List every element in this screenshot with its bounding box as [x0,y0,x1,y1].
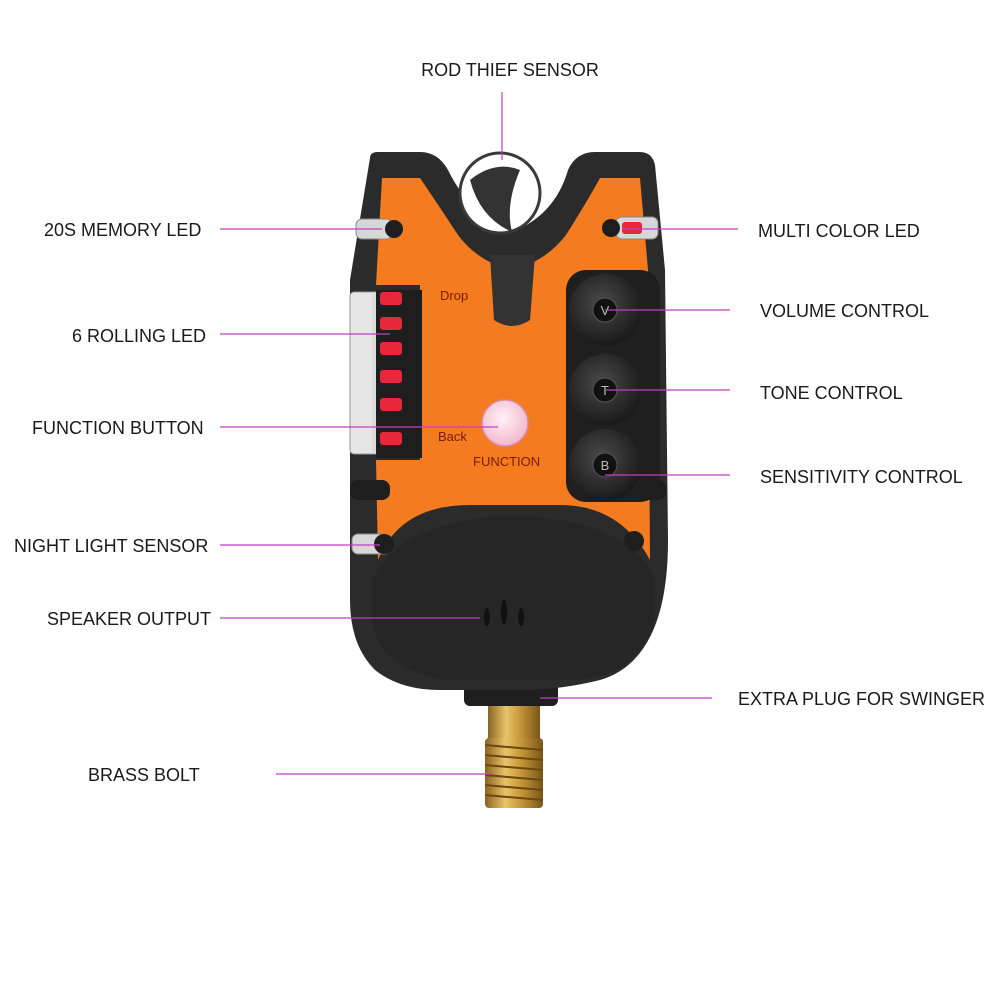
label-extra-plug: EXTRA PLUG FOR SWINGER [738,689,985,709]
label-multi-color-led: MULTI COLOR LED [758,221,920,241]
label-function-button: FUNCTION BUTTON [32,418,204,438]
sensitivity-knob[interactable]: B [569,429,641,501]
bite-alarm-device: V T B Drop Back FUNCTION [349,151,668,808]
speaker-holes [484,600,524,626]
label-memory-led: 20S MEMORY LED [44,220,201,240]
drop-text: Drop [440,288,468,303]
screw-right [624,531,644,551]
function-text: FUNCTION [473,454,540,469]
leader-lines [220,92,738,775]
led-3 [380,342,402,355]
rolling-led-strip [349,290,422,458]
rod-clip [490,255,535,326]
speaker-housing [372,515,655,680]
label-rolling-led: 6 ROLLING LED [72,326,206,346]
label-volume-control: VOLUME CONTROL [760,301,929,321]
led-5 [380,398,402,411]
label-night-light-sensor: NIGHT LIGHT SENSOR [14,536,208,556]
memory-led [355,218,403,240]
label-brass-bolt: BRASS BOLT [88,765,200,785]
label-rod-thief-sensor: ROD THIEF SENSOR [421,60,599,80]
back-text: Back [438,429,467,444]
led-6 [380,432,402,445]
led-4 [380,370,402,383]
function-button[interactable] [481,399,529,447]
sensitivity-knob-letter: B [601,458,610,473]
rod-thief-sensor [458,151,542,235]
led-2 [380,317,402,330]
label-sensitivity-control: SENSITIVITY CONTROL [760,467,963,487]
night-light-sensor [351,533,394,555]
label-tone-control: TONE CONTROL [760,383,903,403]
led-1 [380,292,402,305]
brass-bolt [484,700,544,808]
multi-color-led [602,216,659,240]
label-speaker-output: SPEAKER OUTPUT [47,609,211,629]
side-grip-left [350,480,390,500]
callout-labels: ROD THIEF SENSOR 20S MEMORY LED MULTI CO… [14,60,985,785]
